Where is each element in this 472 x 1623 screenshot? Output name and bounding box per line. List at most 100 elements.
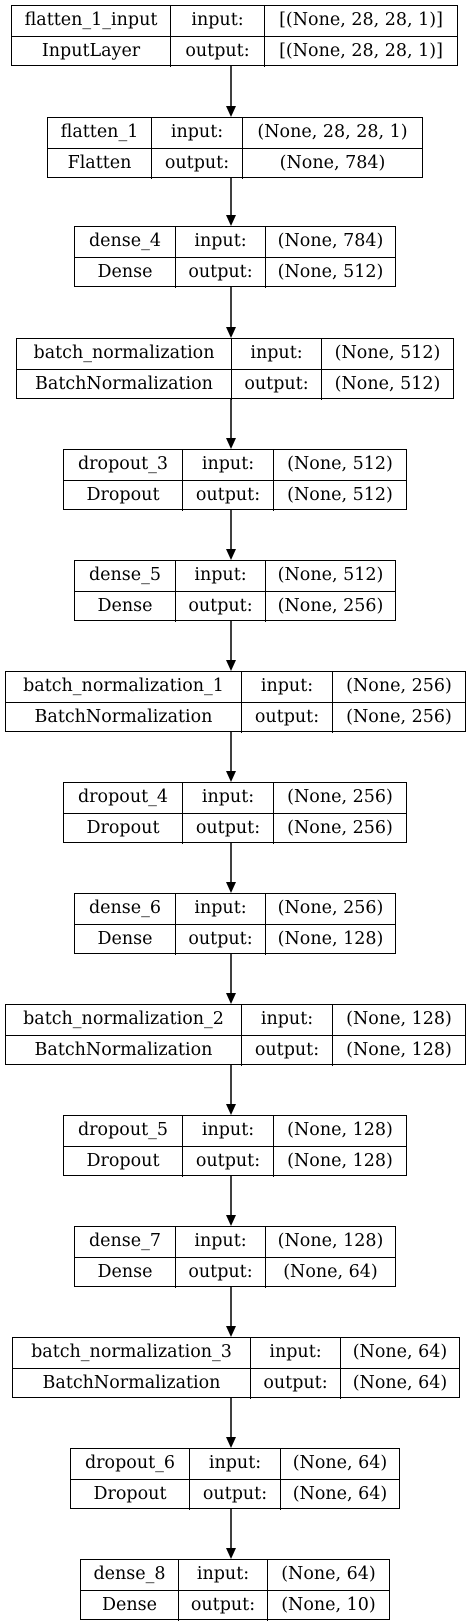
- input-shape: (None, 64): [268, 1560, 389, 1591]
- input-shape: (None, 512): [274, 450, 406, 481]
- output-shape: (None, 128): [277, 929, 384, 949]
- output-shape: (None, 256): [346, 707, 452, 727]
- output-shape: (None, 128): [287, 1151, 393, 1171]
- input-shape: (None, 28, 28, 1): [243, 118, 422, 149]
- input-label: input:: [242, 1005, 333, 1036]
- input-label: input:: [176, 561, 266, 592]
- input-shape: (None, 64): [281, 1449, 399, 1480]
- input-label: input:: [251, 1338, 341, 1369]
- layer-class: BatchNormalization: [6, 1035, 242, 1066]
- layer-class: Dropout: [71, 1479, 190, 1510]
- output-label: output:: [242, 1035, 333, 1066]
- output-shape: [(None, 28, 28, 1)]: [279, 41, 443, 61]
- input-label: input:: [183, 450, 274, 481]
- output-shape: (None, 128): [346, 1040, 452, 1060]
- layer-class: Dense: [75, 1257, 176, 1288]
- input-shape: (None, 128): [266, 1227, 395, 1258]
- input-label: input:: [242, 672, 333, 703]
- layer-class: Dense: [81, 1590, 179, 1621]
- input-shape: (None, 784): [266, 227, 395, 258]
- output-shape: (None, 64): [352, 1373, 448, 1393]
- edge-arrow: [226, 1398, 236, 1448]
- layer-name: flatten_1: [48, 118, 152, 149]
- edge-arrow: [226, 399, 236, 449]
- output-shape: (None, 64): [292, 1484, 388, 1504]
- layer-name: batch_normalization_3: [13, 1338, 251, 1369]
- output-label: output:: [183, 813, 274, 844]
- input-label: input:: [152, 118, 243, 149]
- layer-class: Dropout: [64, 480, 183, 511]
- edge-arrow: [226, 1509, 236, 1559]
- layer-class: Dense: [75, 924, 176, 955]
- layer-name: dropout_6: [71, 1449, 190, 1480]
- input-label: input:: [183, 783, 274, 814]
- layer-name: dropout_3: [64, 450, 183, 481]
- input-label: input:: [190, 1449, 281, 1480]
- layer-class: Dropout: [64, 813, 183, 844]
- edge-arrow: [226, 843, 236, 893]
- output-label: output:: [179, 1590, 268, 1621]
- output-label: output:: [190, 1479, 281, 1510]
- input-label: input:: [176, 227, 266, 258]
- output-label: output:: [232, 369, 322, 400]
- input-shape: (None, 256): [266, 894, 395, 925]
- layer-class: Dense: [75, 257, 176, 288]
- edge-arrow: [226, 732, 236, 782]
- input-shape: (None, 512): [322, 339, 453, 370]
- output-label: output:: [176, 1257, 266, 1288]
- layer-class: BatchNormalization: [13, 1368, 251, 1399]
- layer-class: BatchNormalization: [17, 369, 232, 400]
- edge-arrow: [226, 1176, 236, 1226]
- layer-name: dense_7: [75, 1227, 176, 1258]
- output-shape: (None, 512): [334, 374, 441, 394]
- output-label: output:: [183, 480, 274, 511]
- output-shape: (None, 10): [281, 1595, 376, 1615]
- layer-name: batch_normalization_1: [6, 672, 242, 703]
- output-label: output:: [251, 1368, 341, 1399]
- layer-class: Flatten: [48, 148, 152, 179]
- layer-class: Dropout: [64, 1146, 183, 1177]
- layer-name: dropout_5: [64, 1116, 183, 1147]
- output-shape: (None, 784): [279, 153, 386, 173]
- output-shape: (None, 256): [287, 818, 393, 838]
- edge-arrow: [226, 178, 236, 226]
- layer-name: batch_normalization: [17, 339, 232, 370]
- input-shape: (None, 128): [333, 1005, 465, 1036]
- output-label: output:: [242, 702, 333, 733]
- input-label: input:: [183, 1116, 274, 1147]
- input-shape: (None, 256): [333, 672, 465, 703]
- output-label: output:: [176, 591, 266, 622]
- input-label: input:: [176, 894, 266, 925]
- input-shape: (None, 256): [274, 783, 406, 814]
- output-shape: (None, 512): [277, 262, 384, 282]
- edge-arrow: [226, 1287, 236, 1337]
- layer-name: dense_5: [75, 561, 176, 592]
- edge-arrow: [226, 954, 236, 1004]
- output-label: output:: [171, 36, 265, 67]
- input-shape: (None, 128): [274, 1116, 406, 1147]
- layer-name: flatten_1_input: [12, 6, 171, 37]
- layer-class: InputLayer: [12, 36, 171, 67]
- output-label: output:: [176, 257, 266, 288]
- output-label: output:: [183, 1146, 274, 1177]
- input-label: input:: [232, 339, 322, 370]
- edge-arrow: [226, 510, 236, 560]
- layer-class: Dense: [75, 591, 176, 622]
- edge-arrow: [226, 621, 236, 671]
- output-label: output:: [152, 148, 243, 179]
